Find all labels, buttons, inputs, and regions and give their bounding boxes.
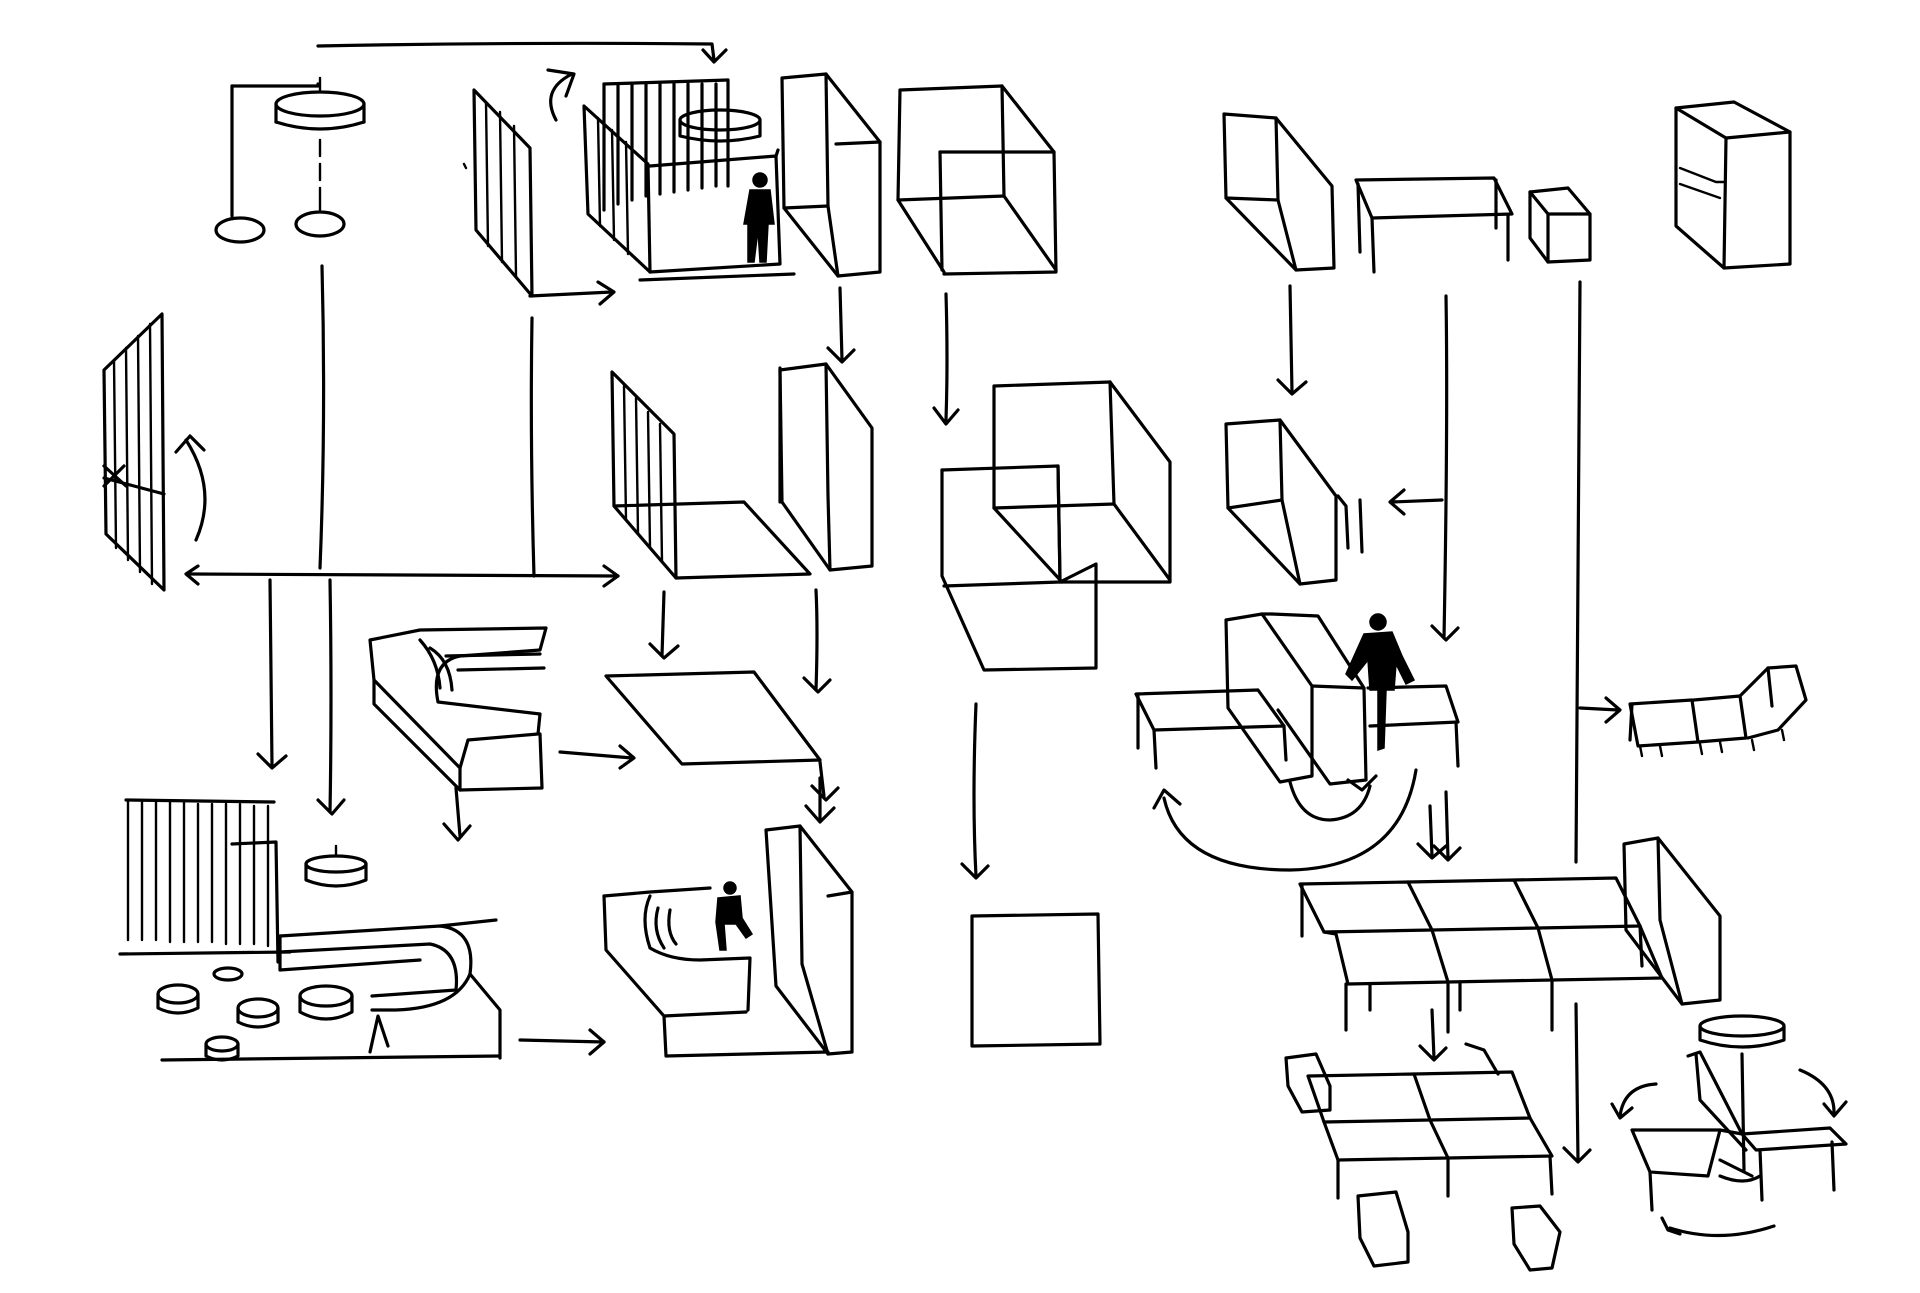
left-partition-screen [104, 314, 205, 590]
partition-screen-top [464, 90, 614, 304]
curved-bench-small [370, 628, 634, 840]
middle-flow-arrows [650, 288, 988, 878]
side-table-top [1356, 178, 1512, 272]
open-frame-cube-top [898, 86, 1056, 274]
shelf-unit-top [1676, 102, 1790, 268]
open-frame-cube-middle [942, 382, 1170, 670]
top-connector-arrow [318, 43, 726, 62]
rotating-table-arrangement [1612, 1016, 1846, 1236]
tall-panel-unit-top [782, 74, 880, 276]
standing-person-at-desk [1346, 614, 1414, 750]
seated-person-figure [716, 882, 752, 950]
curved-bench-with-seated-figure [604, 826, 852, 1056]
tall-panel-unit-middle [780, 364, 872, 570]
desk-cluster-with-chairs [1286, 1044, 1560, 1270]
table-grid-cluster [1300, 838, 1720, 1032]
desk-island-with-figure [1136, 614, 1458, 870]
standing-person-figure [744, 173, 774, 262]
small-cube-top [1530, 188, 1590, 262]
mobile-carts [1630, 666, 1806, 756]
tabletop-slab [606, 672, 838, 800]
open-square-frame [972, 914, 1100, 1046]
hanging-lamp-assembly [216, 78, 364, 242]
storage-block-top [1224, 114, 1334, 270]
storage-block-middle [1226, 420, 1362, 584]
lounge-scene-bottom-left [120, 800, 604, 1060]
